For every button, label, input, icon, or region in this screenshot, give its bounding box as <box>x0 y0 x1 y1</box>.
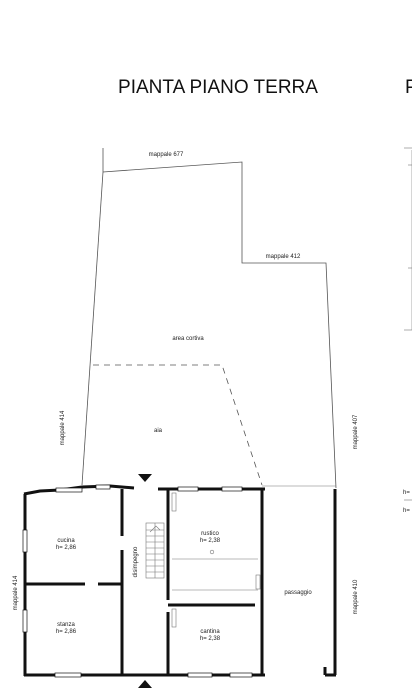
lot-boundary <box>81 148 337 489</box>
parcel-label-west-lower: mappale 414 <box>13 575 19 610</box>
entrance-arrow-north-icon <box>138 474 152 482</box>
adjacent-plan-fragment <box>404 147 412 501</box>
parcel-label-north: mappale 677 <box>149 152 184 158</box>
room-height-kitchen: h= 2,86 <box>56 545 77 551</box>
room-height-bedroom: h= 2,86 <box>56 629 77 635</box>
parcel-label-northeast: mappale 412 <box>266 254 301 260</box>
rustico-details <box>171 492 261 628</box>
parcel-label-west-upper: mappale 414 <box>60 410 66 445</box>
adjacent-plan-title-cut: P <box>405 77 412 98</box>
room-name-kitchen: cucina <box>57 538 75 544</box>
parcel-label-east-upper: mappale 407 <box>353 414 359 449</box>
room-name-cellar: cantina <box>200 629 220 635</box>
adjacent-label-cut-1: h= <box>403 490 410 496</box>
parcel-label-east-lower: mappale 410 <box>353 579 359 614</box>
room-height-rustic: h= 2,38 <box>200 538 221 544</box>
room-name-passage: passaggio <box>284 590 312 596</box>
room-name-bedroom: stanza <box>57 622 75 628</box>
windows <box>22 484 253 678</box>
courtyard-division <box>93 364 263 486</box>
adjacent-label-cut-2: h= <box>403 508 410 514</box>
entrance-arrow-south-icon <box>138 680 152 688</box>
room-name-rustic: rustico <box>201 531 219 537</box>
plan-title: PIANTA PIANO TERRA <box>118 77 318 98</box>
staircase <box>145 522 165 579</box>
room-height-cellar: h= 2,38 <box>200 636 221 642</box>
area-label-courtyard: area cortiva <box>172 336 204 342</box>
area-label-threshing-floor: aia <box>154 428 163 434</box>
room-name-hallway: disimpegno <box>133 546 139 577</box>
building-walls <box>23 484 337 677</box>
